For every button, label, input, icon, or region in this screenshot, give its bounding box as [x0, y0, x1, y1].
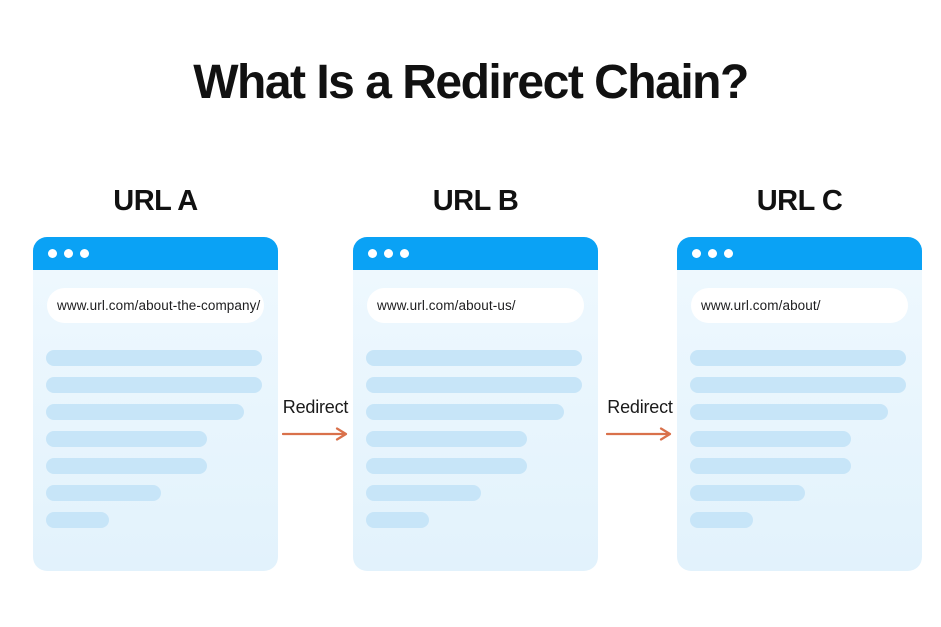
window-dot-icon [400, 249, 409, 258]
url-bar-b: www.url.com/about-us/ [367, 288, 584, 323]
content-line [366, 377, 582, 393]
content-line [366, 431, 527, 447]
content-line [366, 512, 429, 528]
window-group-b: URL B www.url.com/about-us/ [353, 185, 598, 571]
content-line [46, 350, 262, 366]
browser-titlebar [677, 237, 922, 270]
content-lines [46, 350, 264, 528]
arrow-right-icon [281, 427, 347, 441]
url-bar-c: www.url.com/about/ [691, 288, 908, 323]
window-dot-icon [80, 249, 89, 258]
content-line [690, 485, 805, 501]
content-line [46, 404, 244, 420]
redirect-connector-2: Redirect [603, 397, 677, 442]
content-line [46, 485, 161, 501]
page-title: What Is a Redirect Chain? [193, 56, 749, 109]
arrow-right-icon [606, 427, 672, 441]
content-line [46, 512, 109, 528]
window-dot-icon [708, 249, 717, 258]
content-line [366, 485, 481, 501]
browser-titlebar [33, 237, 278, 270]
window-c-label: URL C [756, 185, 843, 217]
content-line [690, 377, 906, 393]
redirect-label: Redirect [282, 397, 349, 417]
content-lines [366, 350, 584, 528]
content-line [366, 404, 564, 420]
content-line [690, 512, 753, 528]
content-line [366, 458, 527, 474]
window-dot-icon [692, 249, 701, 258]
window-dot-icon [48, 249, 57, 258]
url-bar-a: www.url.com/about-the-company/ [47, 288, 264, 323]
content-line [46, 431, 207, 447]
browser-titlebar [353, 237, 598, 270]
window-a-label: URL A [113, 185, 198, 217]
content-line [690, 431, 851, 447]
redirect-label: Redirect [607, 397, 673, 417]
content-line [46, 377, 262, 393]
content-line [690, 458, 851, 474]
window-dot-icon [384, 249, 393, 258]
browser-body: www.url.com/about-the-company/ [33, 270, 278, 571]
content-line [46, 458, 207, 474]
window-group-a: URL A www.url.com/about-the-company/ [33, 185, 278, 571]
content-lines [690, 350, 908, 528]
browser-body: www.url.com/about-us/ [353, 270, 598, 571]
window-dot-icon [368, 249, 377, 258]
window-dot-icon [724, 249, 733, 258]
browser-body: www.url.com/about/ [677, 270, 922, 571]
redirect-connector-1: Redirect [278, 397, 353, 442]
content-line [690, 404, 888, 420]
window-b-label: URL B [432, 185, 519, 217]
browser-window-a: www.url.com/about-the-company/ [33, 237, 278, 571]
content-line [366, 350, 582, 366]
window-dot-icon [64, 249, 73, 258]
content-line [690, 350, 906, 366]
browser-window-b: www.url.com/about-us/ [353, 237, 598, 571]
window-group-c: URL C www.url.com/about/ [677, 185, 922, 571]
browser-window-c: www.url.com/about/ [677, 237, 922, 571]
